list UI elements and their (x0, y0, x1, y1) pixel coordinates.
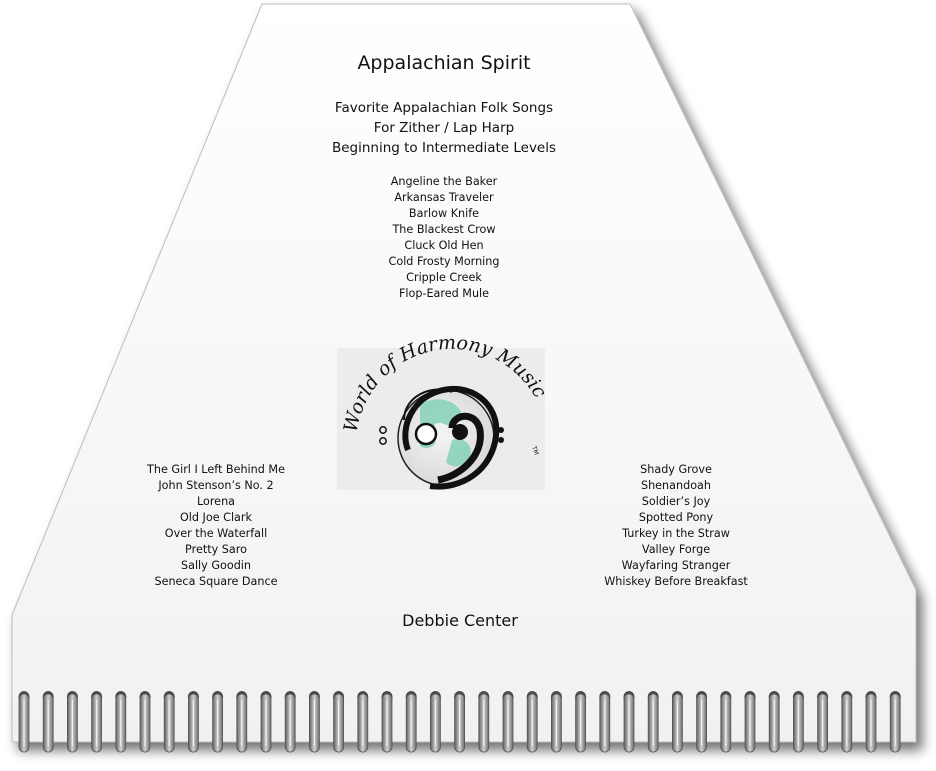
binding-ring (817, 691, 829, 753)
song-title: Old Joe Clark (179, 511, 252, 524)
binding-ring (526, 691, 538, 753)
binding-ring (841, 691, 853, 753)
song-title: Whiskey Before Breakfast (604, 575, 748, 588)
binding-ring (792, 691, 804, 753)
song-title: Cold Frosty Morning (388, 255, 500, 268)
binding-ring (720, 691, 732, 753)
binding-ring (889, 691, 901, 753)
song-list-center: Angeline the Baker Arkansas Traveler Bar… (294, 174, 594, 302)
song-title: Shady Grove (640, 463, 712, 476)
song-title: The Blackest Crow (392, 223, 496, 236)
binding-ring (139, 691, 151, 753)
song-title: Cluck Old Hen (404, 239, 484, 252)
binding-ring (865, 691, 877, 753)
song-title: Sally Goodin (180, 559, 251, 572)
binding-ring (260, 691, 272, 753)
song-title: Wayfaring Stranger (621, 559, 731, 572)
song-list-right: Shady Grove Shenandoah Soldier’s Joy Spo… (526, 462, 826, 590)
song-title: Turkey in the Straw (622, 527, 730, 540)
binding-ring (671, 691, 683, 753)
binding-ring (91, 691, 103, 753)
binding-ring (768, 691, 780, 753)
song-title: Barlow Knife (408, 207, 480, 220)
binding-ring (454, 691, 466, 753)
book-subtitle: Favorite Appalachian Folk Songs For Zith… (0, 98, 888, 158)
binding-ring (236, 691, 248, 753)
binding-ring (405, 691, 417, 753)
binding-ring (575, 691, 587, 753)
song-title: Shenandoah (640, 479, 711, 492)
binding-ring (42, 691, 54, 753)
song-title: Flop-Eared Mule (398, 287, 490, 300)
binding-ring (284, 691, 296, 753)
song-title: The Girl I Left Behind Me (147, 463, 285, 476)
binding-ring (308, 691, 320, 753)
binding-ring (623, 691, 635, 753)
binding-ring (187, 691, 199, 753)
binding-ring (66, 691, 78, 753)
song-title: Over the Waterfall (164, 527, 268, 540)
binding-ring (163, 691, 175, 753)
binding-ring (18, 691, 30, 753)
binding-ring (599, 691, 611, 753)
song-title: Cripple Creek (406, 271, 482, 284)
binding-ring (429, 691, 441, 753)
binding-ring (381, 691, 393, 753)
world-of-harmony-logo: World of Harmony Music TM (337, 332, 551, 490)
trademark-mark: TM (530, 444, 540, 456)
song-title: Lorena (196, 495, 236, 508)
binding-ring (647, 691, 659, 753)
song-title: Pretty Saro (185, 543, 247, 556)
song-title: Valley Forge (641, 543, 711, 556)
song-title: John Stenson’s No. 2 (158, 479, 274, 492)
song-title: Seneca Square Dance (154, 575, 278, 588)
song-title: Spotted Pony (638, 511, 714, 524)
binding-ring (550, 691, 562, 753)
song-title: Arkansas Traveler (394, 191, 494, 204)
binding-ring (212, 691, 224, 753)
binding-ring (115, 691, 127, 753)
binding-ring (696, 691, 708, 753)
binding-ring (502, 691, 514, 753)
spiral-binding (18, 691, 901, 753)
binding-ring (333, 691, 345, 753)
author-name: Debbie Center (402, 611, 518, 630)
subtitle-line: For Zither / Lap Harp (373, 120, 515, 136)
subtitle-line: Favorite Appalachian Folk Songs (334, 100, 554, 116)
song-title: Soldier’s Joy (641, 495, 711, 508)
song-list-left: The Girl I Left Behind Me John Stenson’s… (66, 462, 366, 590)
subtitle-line: Beginning to Intermediate Levels (331, 140, 557, 156)
book-title: Appalachian Spirit (357, 52, 531, 74)
bass-clef-globe-icon (379, 385, 504, 490)
binding-ring (357, 691, 369, 753)
song-title: Angeline the Baker (390, 175, 498, 188)
binding-ring (744, 691, 756, 753)
binding-ring (478, 691, 490, 753)
